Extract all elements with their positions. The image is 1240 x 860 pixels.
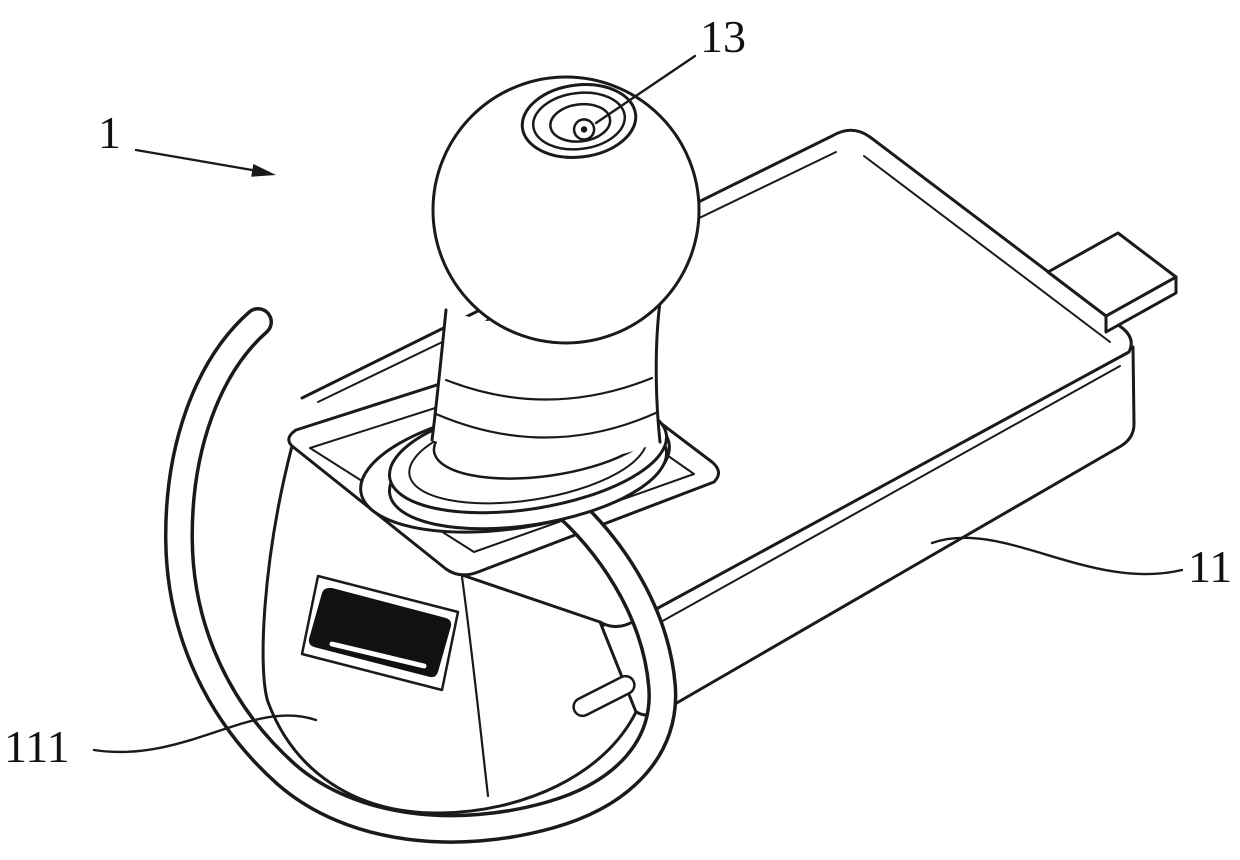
ear-tip-assembly: [387, 75, 701, 531]
leader-arrowhead-assembly: [251, 163, 276, 177]
housing-front: [261, 444, 638, 815]
body-top-outline: [300, 128, 1133, 628]
leader-line-assembly: [134, 148, 254, 172]
sound-port-bore: [549, 102, 612, 143]
ear-tip-sound-port: [520, 83, 638, 159]
leader-line-body: [930, 536, 1184, 576]
body-chamfer-line: [863, 155, 1111, 343]
ref-label-body: 11: [1188, 541, 1232, 592]
usb-port-recess: [300, 574, 460, 692]
sound-port-nozzle-dot: [580, 126, 588, 133]
connector-tab-top: [1046, 231, 1178, 318]
housing-crease-line: [460, 575, 490, 798]
reference-annotations: 1 13 11 111: [4, 11, 1232, 772]
bottom-slot: [572, 674, 636, 718]
ref-label-sound-port: 13: [700, 11, 746, 62]
neck-left-edge: [430, 308, 448, 442]
ref-label-assembly: 1: [98, 107, 121, 158]
sound-port-nozzle-ring: [572, 118, 596, 141]
neck-contour-line: [434, 410, 660, 439]
usb-port: [300, 574, 460, 692]
neck-contour-line: [444, 376, 654, 401]
ear-tip-ball: [431, 75, 701, 345]
ear-hook: [163, 307, 678, 844]
ear-hook-body: [167, 310, 674, 841]
neck-right-edge: [654, 300, 662, 444]
body-front-face: [596, 345, 1136, 717]
usb-port-tongue: [329, 641, 427, 669]
neck-fill: [432, 302, 660, 464]
sound-port-rim-inner: [531, 91, 627, 151]
leader-line-ear-hook: [92, 714, 318, 754]
body-chamfer-line: [649, 365, 1121, 629]
leader-line-sound-port: [594, 54, 697, 125]
connector-tab: [1046, 231, 1178, 334]
usb-port-opening: [308, 587, 452, 678]
ref-label-ear-hook: 111: [4, 721, 70, 772]
